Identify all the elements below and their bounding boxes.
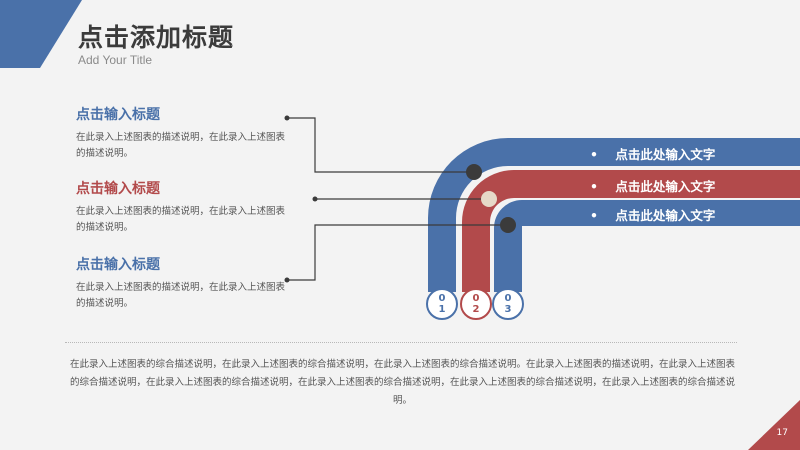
bar-label-text: 点击此处输入文字 — [615, 147, 716, 162]
arch-band-1 — [428, 138, 800, 292]
bar-label-text: 点击此处输入文字 — [615, 208, 716, 223]
corner-decoration-bottom-right — [748, 400, 800, 450]
arch-band-3 — [494, 200, 800, 292]
bullet-icon: • — [590, 208, 598, 223]
corner-decoration-top-left — [0, 0, 82, 68]
block-title-3[interactable]: 点击输入标题 — [76, 257, 160, 273]
block-desc-2[interactable]: 在此录入上述图表的描述说明，在此录入上述图表的描述说明。 — [76, 206, 286, 233]
number-label-1: 0 1 — [427, 293, 457, 315]
bullet-icon: • — [590, 147, 598, 162]
page-subtitle: Add Your Title — [78, 53, 153, 67]
number-label-2: 0 2 — [461, 293, 491, 315]
block-desc-1[interactable]: 在此录入上述图表的描述说明，在此录入上述图表的描述说明。 — [76, 132, 286, 159]
block-title-2[interactable]: 点击输入标题 — [76, 181, 160, 197]
block-desc-3[interactable]: 在此录入上述图表的描述说明，在此录入上述图表的描述说明。 — [76, 282, 286, 309]
page-number: 17 — [776, 428, 788, 438]
number-bottom: 3 — [504, 304, 512, 315]
block-title-1[interactable]: 点击输入标题 — [76, 107, 160, 123]
number-bottom: 1 — [438, 304, 446, 315]
connector-dot-3 — [284, 277, 290, 283]
footer-text[interactable]: 在此录入上述图表的综合描述说明，在此录入上述图表的综合描述说明，在此录入上述图表… — [70, 359, 736, 406]
number-top: 0 — [504, 293, 512, 304]
page-title: 点击添加标题 — [78, 23, 235, 52]
number-top: 0 — [472, 293, 480, 304]
bar-label-2[interactable]: • 点击此处输入文字 — [590, 176, 715, 195]
number-circle-3 — [492, 288, 524, 320]
divider — [65, 342, 737, 343]
bar-label-1[interactable]: • 点击此处输入文字 — [590, 144, 715, 163]
text-block-3: 点击输入标题 在此录入上述图表的描述说明，在此录入上述图表的描述说明。 — [76, 254, 286, 312]
number-circle-2 — [460, 288, 492, 320]
number-bottom: 2 — [472, 304, 480, 315]
junction-knob-3 — [500, 217, 516, 233]
connector-dot-1 — [284, 115, 290, 121]
text-block-2: 点击输入标题 在此录入上述图表的描述说明，在此录入上述图表的描述说明。 — [76, 178, 286, 236]
junction-knob-1 — [466, 164, 482, 180]
connector-line-3 — [287, 224, 508, 281]
bullet-icon: • — [590, 179, 598, 194]
bar-label-text: 点击此处输入文字 — [615, 179, 716, 194]
number-circle-1 — [426, 288, 458, 320]
number-label-3: 0 3 — [493, 293, 523, 315]
arch-band-2 — [462, 170, 800, 292]
junction-knob-2 — [481, 191, 497, 207]
text-block-1: 点击输入标题 在此录入上述图表的描述说明，在此录入上述图表的描述说明。 — [76, 104, 286, 162]
connector-line-1 — [287, 117, 474, 173]
bar-label-3[interactable]: • 点击此处输入文字 — [590, 205, 715, 224]
connector-dot-2 — [312, 196, 318, 202]
number-top: 0 — [438, 293, 446, 304]
